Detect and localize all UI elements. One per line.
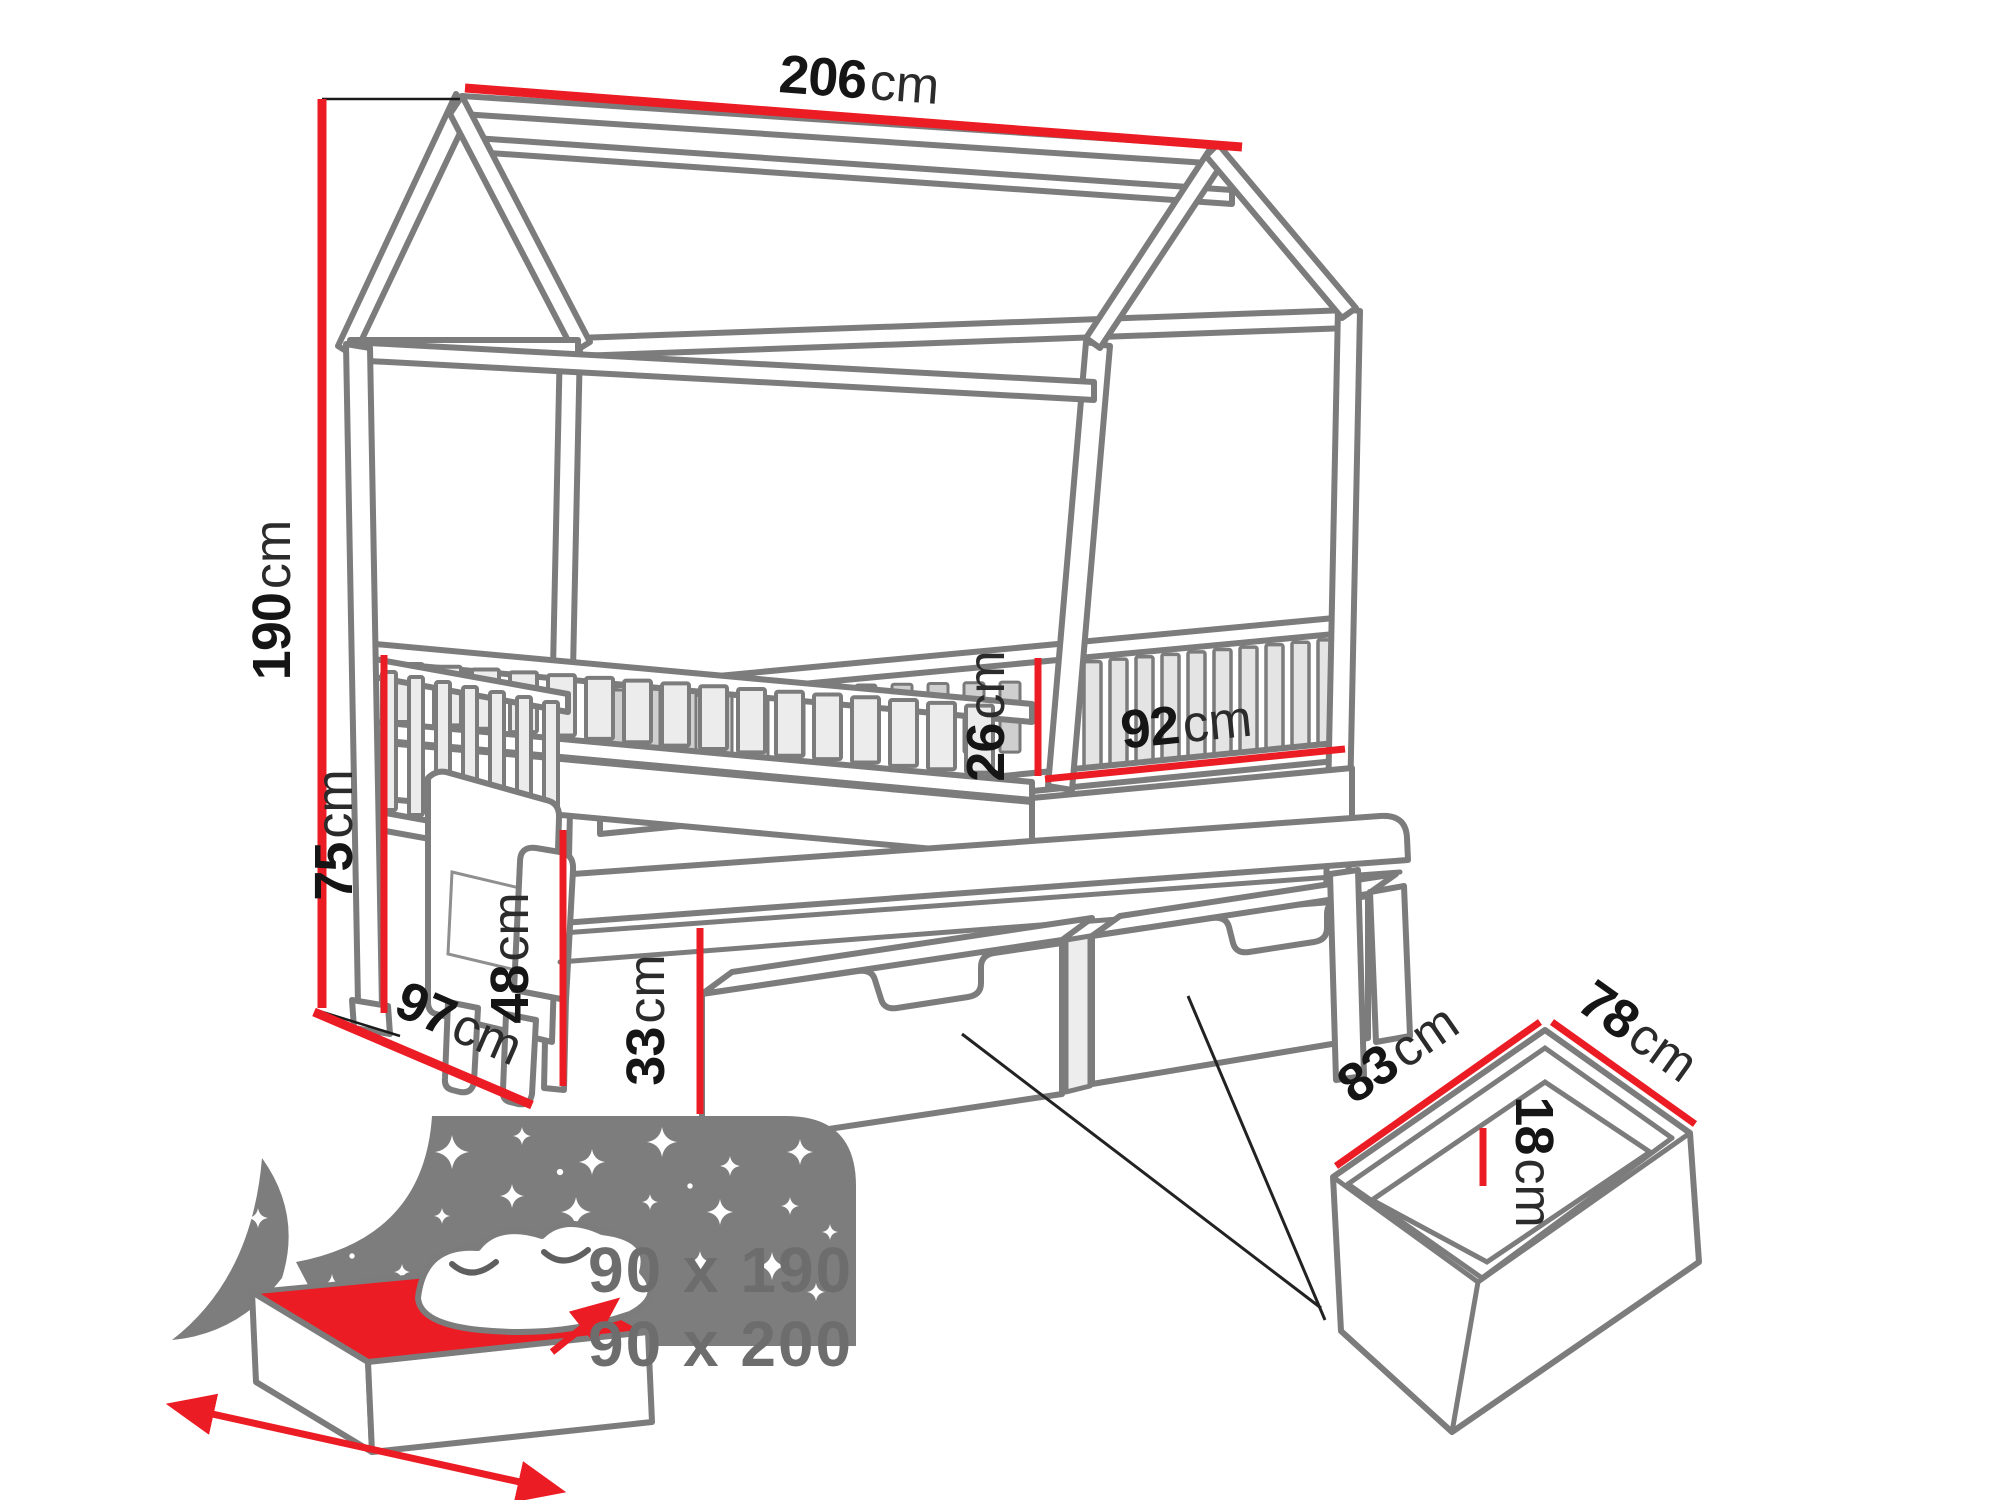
star-icon (500, 1184, 524, 1208)
rail-slat (660, 681, 691, 748)
drawer-2-top (1089, 871, 1399, 939)
dim-label-side-rail-height: 75cm (304, 769, 364, 900)
dim-line-bed-depth (312, 1007, 534, 1110)
trundle-deck-line (546, 869, 1403, 937)
drawer-gap (1063, 933, 1093, 1095)
leader-lines (961, 995, 1327, 1321)
star-icon (707, 1199, 733, 1225)
rail-slat (1264, 642, 1285, 751)
drawer-1-front (699, 940, 1065, 1151)
star-icon (372, 1132, 392, 1152)
star-icon (689, 1251, 711, 1273)
drawer-box-inner-rim-front (1345, 1135, 1675, 1282)
star-icon (248, 1208, 268, 1228)
star-icon (822, 1224, 838, 1240)
drawer-box-floor (1367, 1078, 1655, 1265)
star-icon (781, 1197, 799, 1215)
mattress-size-lower: 90 x 200 (588, 1308, 853, 1380)
mattress-icon: 90 x 190 90 x 200 (165, 1116, 856, 1500)
dim-line-drawer-depth (1549, 1019, 1698, 1127)
drawer-1-top (699, 915, 1095, 997)
dim-label-guard-rail-height: 26cm (956, 650, 1016, 781)
star-icon (435, 1135, 469, 1169)
right-gable-back-rafter (1203, 141, 1359, 321)
star-icon (579, 1149, 605, 1175)
rail-slat (622, 678, 653, 745)
star-icon (720, 1156, 740, 1176)
dim-label-ridge-length: 206cm (777, 44, 941, 116)
rail-slat (1082, 659, 1103, 770)
star-icon (561, 1197, 591, 1227)
rail-slat (407, 674, 425, 817)
pillow-fold-right (541, 1247, 591, 1264)
star-icon (305, 1150, 335, 1180)
dim-line-guard-rail-length (1044, 745, 1346, 783)
rail-slat (812, 692, 843, 762)
drawer-2-leader-line (1186, 995, 1327, 1321)
mattress-size-upper: 90 x 190 (588, 1234, 853, 1306)
star-icon (358, 1192, 386, 1220)
star-icon (394, 1264, 410, 1280)
star-icon (758, 1252, 786, 1280)
dim-label-trundle-height: 48cm (480, 892, 540, 1023)
rail-slat (850, 695, 881, 765)
dim-line-ridge-length (464, 83, 1243, 152)
back-eave-beam (575, 307, 1351, 359)
pullout-arrow (549, 1297, 621, 1355)
star-icon (642, 1194, 658, 1210)
star-dot (349, 1253, 355, 1259)
rail-slat (736, 686, 767, 755)
storage-drawers (557, 867, 1413, 1151)
dim-label-guard-rail-length: 92cm (1118, 688, 1255, 761)
front-left-post (343, 341, 385, 1011)
stars (248, 1127, 838, 1304)
pillow-fold-left (449, 1259, 499, 1276)
star-icon (303, 1217, 321, 1235)
star-dot (687, 1183, 693, 1189)
dim-label-drawer-height: 18cm (1504, 1096, 1564, 1227)
left-gable-back-rafter (447, 93, 593, 355)
rail-slat (926, 700, 957, 772)
length-double-arrow (165, 1393, 567, 1500)
star-dot (556, 1168, 564, 1176)
star-dot (284, 1178, 292, 1186)
star-icon (787, 1139, 813, 1165)
rail-slat (964, 703, 995, 775)
star-icon (807, 1283, 825, 1301)
drawer-box-front-corner-edge (1449, 1279, 1481, 1435)
rail-slat (1290, 640, 1311, 749)
back-right-post-foot (1327, 867, 1367, 1083)
left-gable-front-rafter (335, 91, 473, 359)
drawer-detail (1330, 1027, 1702, 1435)
trundle-frame (542, 812, 1411, 927)
rail-slat (888, 698, 919, 768)
drawer-1-leader-line (961, 1032, 1322, 1310)
star-icon (434, 1208, 450, 1224)
trundle-right-leg (1367, 883, 1413, 1045)
rail-slat (698, 684, 729, 751)
dim-label-height-total: 190cm (242, 520, 302, 680)
star-icon (513, 1127, 531, 1145)
dim-label-trundle-side-height: 33cm (616, 954, 676, 1085)
rail-slat (774, 689, 805, 758)
dim-line-drawer-width (1333, 1019, 1543, 1169)
star-icon (647, 1127, 677, 1157)
rail-slat (584, 675, 615, 741)
drawer-box-inner-rim-back (1345, 1044, 1675, 1187)
